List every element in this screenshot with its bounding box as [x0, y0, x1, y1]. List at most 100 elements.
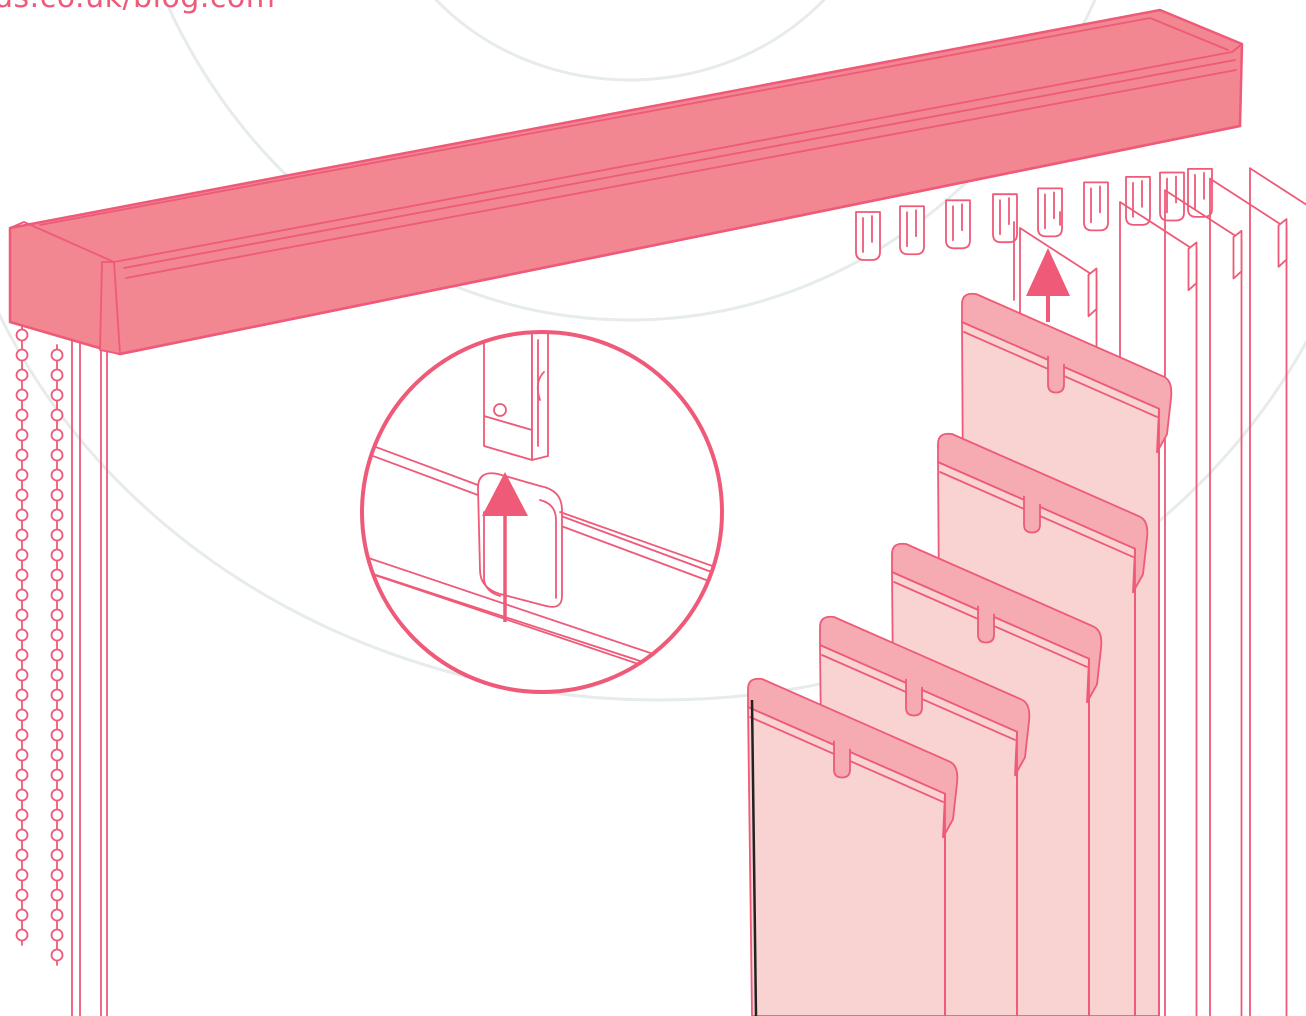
chain-bead [52, 750, 63, 761]
chain-bead [17, 330, 28, 341]
chain-bead [17, 650, 28, 661]
chain-bead [52, 530, 63, 541]
slat-hanger [1188, 169, 1212, 217]
chain-bead [52, 770, 63, 781]
hanger-body [1126, 177, 1150, 225]
chain-bead [17, 530, 28, 541]
chain-bead [52, 470, 63, 481]
chain-bead [17, 670, 28, 681]
chain-bead [17, 930, 28, 941]
chain-bead [52, 870, 63, 881]
chain-bead [17, 850, 28, 861]
hanger-body [1038, 188, 1062, 236]
detail-hanger-body [484, 330, 532, 460]
chain-bead [52, 370, 63, 381]
chain-bead [52, 650, 63, 661]
chain-bead [17, 410, 28, 421]
chain-bead [52, 730, 63, 741]
detail-callout [330, 330, 760, 705]
chain-bead [52, 590, 63, 601]
attached-slat [1250, 168, 1306, 1016]
chain-bead [17, 510, 28, 521]
bead-chain-back [52, 345, 63, 965]
detail-slot-fold [478, 473, 562, 607]
chain-bead [52, 890, 63, 901]
chain-bead [17, 570, 28, 581]
chain-bead [52, 510, 63, 521]
attached-slat-outline [1250, 168, 1306, 1016]
slat-hanger [900, 206, 924, 254]
slat-hanger [1084, 182, 1108, 230]
chain-bead [52, 350, 63, 361]
brand-watermark-text: ds.co.uk/blog.com [0, 0, 275, 16]
chain-bead [17, 870, 28, 881]
hanger-body [1084, 182, 1108, 230]
bead-chain-front [17, 325, 28, 945]
chain-bead [52, 430, 63, 441]
attached-slat-edge [1189, 243, 1197, 291]
chain-bead [52, 410, 63, 421]
chain-bead [17, 890, 28, 901]
attached-slat-outline [1210, 179, 1287, 1016]
chain-bead [17, 830, 28, 841]
attached-slat [1165, 190, 1242, 1016]
chain-bead [52, 550, 63, 561]
attached-slat-edge [1279, 219, 1287, 267]
chain-bead [17, 590, 28, 601]
chain-bead [52, 450, 63, 461]
chain-bead [17, 750, 28, 761]
chain-bead [52, 810, 63, 821]
chain-bead [52, 630, 63, 641]
chain-bead [52, 390, 63, 401]
hanger-body [856, 212, 880, 260]
chain-bead [52, 830, 63, 841]
chain-bead [52, 670, 63, 681]
chain-bead [17, 390, 28, 401]
hanger-body [1160, 172, 1184, 220]
slat-hanger [1160, 172, 1184, 220]
hanger-body [900, 206, 924, 254]
headrail [10, 10, 1242, 354]
hanger-body [946, 200, 970, 248]
chain-bead [17, 710, 28, 721]
chain-bead [17, 450, 28, 461]
chain-bead [17, 470, 28, 481]
attached-slat [1210, 179, 1287, 1016]
chain-bead [17, 370, 28, 381]
chain-bead [52, 790, 63, 801]
chain-bead [52, 690, 63, 701]
chain-bead [17, 730, 28, 741]
detail-hanger-side [532, 330, 548, 460]
chain-bead [17, 430, 28, 441]
pull-cords [72, 330, 107, 1016]
chain-bead [52, 610, 63, 621]
slats-being-fitted [748, 294, 1171, 1016]
attached-slat-edge [1234, 231, 1242, 279]
chain-bead [52, 710, 63, 721]
hanger-body [1188, 169, 1212, 217]
chain-bead [17, 350, 28, 361]
headrail-body [10, 10, 1242, 354]
attached-slat-outline [1165, 190, 1242, 1016]
watermark-ring-small [370, 0, 890, 80]
chain-bead [52, 950, 63, 961]
detail-hanger-pin [494, 404, 506, 416]
bead-chains [17, 325, 63, 965]
chain-bead [17, 810, 28, 821]
chain-bead [17, 770, 28, 781]
chain-bead [52, 570, 63, 581]
slat-hanger [1126, 177, 1150, 225]
attached-slat-edge [1089, 269, 1097, 317]
chain-bead [17, 690, 28, 701]
chain-bead [52, 850, 63, 861]
slat-hanger [856, 212, 880, 260]
slat-hanger [1038, 188, 1062, 236]
chain-bead [52, 910, 63, 921]
slat-hanger [946, 200, 970, 248]
arrow-up-icon [1026, 248, 1070, 322]
chain-bead [52, 490, 63, 501]
chain-bead [17, 910, 28, 921]
chain-bead [17, 630, 28, 641]
chain-bead [17, 490, 28, 501]
